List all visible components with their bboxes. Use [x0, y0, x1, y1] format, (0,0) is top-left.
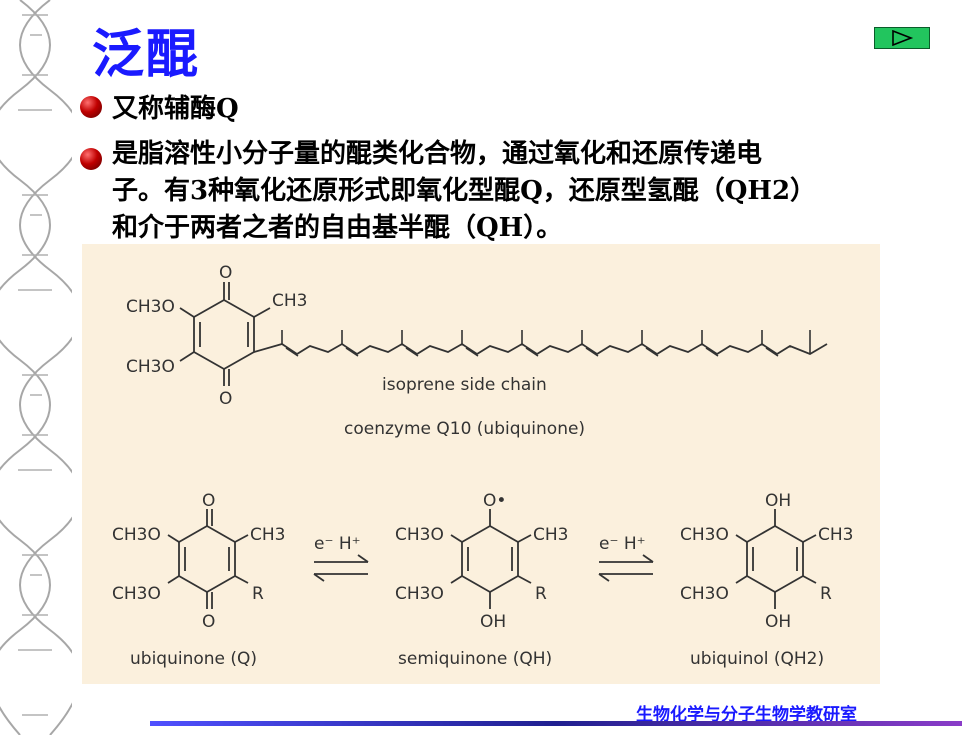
equilibrium-arrow-1	[313, 554, 369, 582]
q-bottom: O	[202, 612, 215, 632]
qh-methoxy-2: CH3O	[395, 584, 444, 604]
reagent-label-2: e⁻ H⁺	[599, 534, 646, 554]
ubiquinone-structures: O O CH3O CH3O CH3 isoprene side chain co…	[112, 263, 853, 669]
qh-label: semiquinone (QH)	[398, 649, 552, 669]
qh-top: O•	[483, 491, 506, 511]
q-methoxy-1: CH3O	[112, 525, 161, 545]
slide-title: 泛醌	[92, 25, 201, 85]
qh-ring	[450, 509, 532, 609]
qh-r-group: R	[535, 584, 547, 604]
isoprene-chain-label: isoprene side chain	[382, 375, 547, 395]
qh2-r-group: R	[820, 584, 832, 604]
qh2-ring	[735, 509, 817, 609]
bullet-icon	[80, 148, 102, 170]
qh-methoxy-1: CH3O	[395, 525, 444, 545]
bullet-text-2: 是脂溶性小分子量的醌类化合物，通过氧化和还原传递电 子。有3种氧化还原形式即氧化…	[112, 136, 972, 247]
q-label: ubiquinone (Q)	[130, 649, 257, 669]
qh-methyl: CH3	[533, 525, 568, 545]
equilibrium-arrow-2	[598, 554, 654, 582]
coq10-ring	[179, 282, 828, 386]
qh2-label: ubiquinol (QH2)	[690, 649, 824, 669]
qh2-top: OH	[765, 491, 791, 511]
bullet-text-2-line-2: 子。有3种氧化还原形式即氧化型醌Q，还原型氢醌（QH2）	[112, 176, 817, 206]
ubiquinone-figure: O O CH3O CH3O CH3 isoprene side chain co…	[82, 244, 880, 684]
next-slide-button[interactable]	[874, 27, 930, 49]
play-triangle-icon	[892, 30, 914, 46]
q-r-group: R	[252, 584, 264, 604]
coq10-caption: coenzyme Q10 (ubiquinone)	[344, 419, 585, 439]
qh2-methoxy-1: CH3O	[680, 525, 729, 545]
dna-helix-decoration	[0, 0, 72, 735]
q-top: O	[202, 491, 215, 511]
coq10-methyl: CH3	[272, 291, 307, 311]
coq10-methoxy-2: CH3O	[126, 357, 175, 377]
bullet-icon	[80, 96, 102, 118]
qh-bottom: OH	[480, 612, 506, 632]
isoprene-methyl-branches	[281, 330, 811, 357]
bullet-text-2-line-3: 和介于两者之者的自由基半醌（QH）。	[112, 213, 563, 243]
q-methyl: CH3	[250, 525, 285, 545]
footer-department: 生物化学与分子生物学教研室	[636, 705, 857, 725]
qh2-methyl: CH3	[818, 525, 853, 545]
footer-divider	[150, 721, 962, 726]
reagent-label-1: e⁻ H⁺	[314, 534, 361, 554]
q-ring	[167, 509, 249, 609]
coq10-oxo-top: O	[219, 263, 232, 283]
coq10-oxo-bottom: O	[219, 389, 232, 409]
qh2-methoxy-2: CH3O	[680, 584, 729, 604]
bullet-text-1: 又称辅酶Q	[112, 94, 239, 124]
bullet-text-2-line-1: 是脂溶性小分子量的醌类化合物，通过氧化和还原传递电	[112, 139, 763, 169]
qh2-bottom: OH	[765, 612, 791, 632]
coq10-methoxy-1: CH3O	[126, 297, 175, 317]
q-methoxy-2: CH3O	[112, 584, 161, 604]
